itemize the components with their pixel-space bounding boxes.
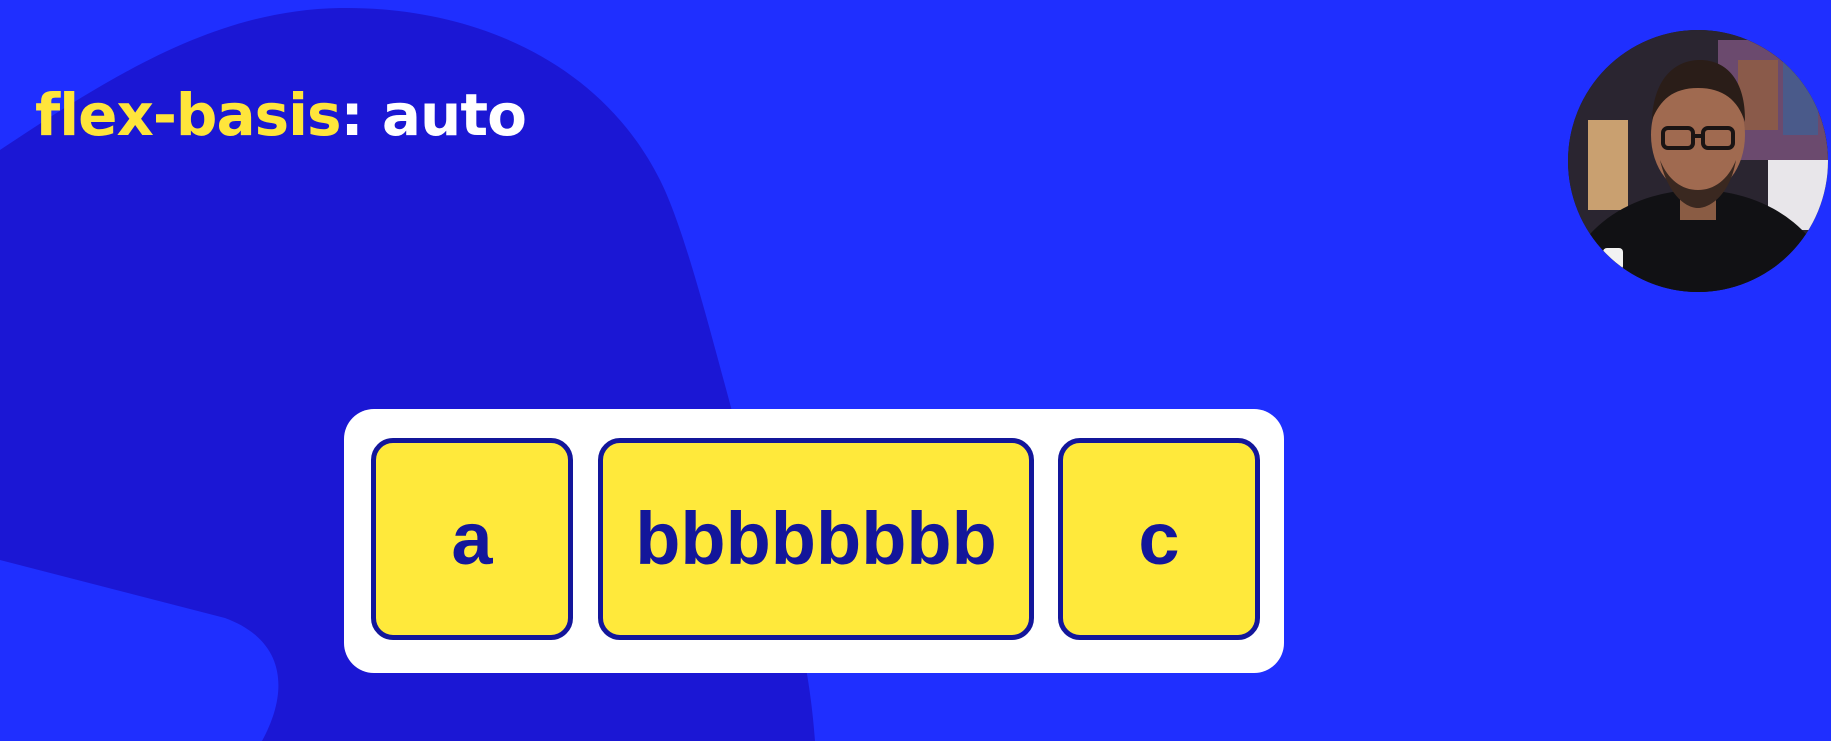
flex-item-c: c [1058,438,1260,640]
title-property: flex-basis [35,81,342,149]
flex-container: a bbbbbbbb c [344,409,1284,673]
flex-item-a: a [371,438,573,640]
slide-title: flex-basis: auto [35,86,527,144]
presenter-webcam-icon [1568,30,1828,292]
presenter-avatar [1568,30,1828,292]
title-value: auto [381,81,527,149]
flex-item-b: bbbbbbbb [598,438,1034,640]
title-separator: : [340,81,382,149]
